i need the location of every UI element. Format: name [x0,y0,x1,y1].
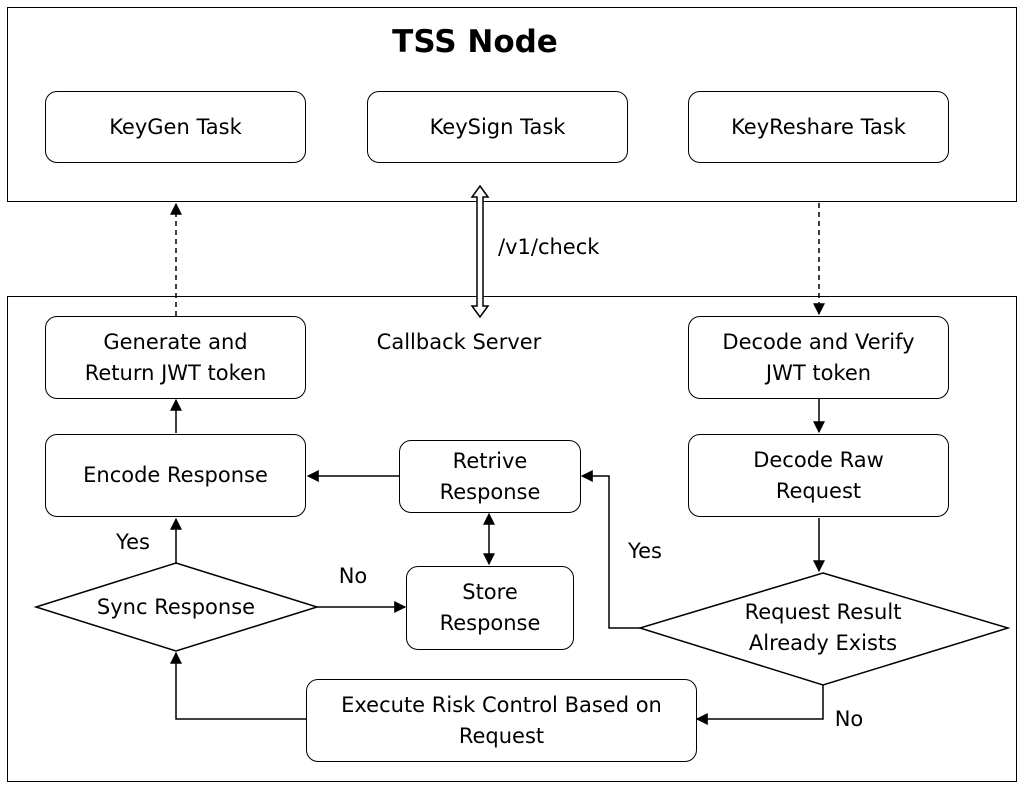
sync-response-diamond [33,562,320,652]
check-endpoint-label: /v1/check [498,235,600,259]
store-response-node: Store Response [406,566,574,650]
retrive-response-node: Retrive Response [399,440,581,513]
exists-yes-label: Yes [628,539,662,563]
keygen-task: KeyGen Task [45,91,306,163]
sync-yes-label: Yes [116,530,150,554]
execute-risk-control-node: Execute Risk Control Based on Request [306,679,697,762]
request-exists-text: Request Result Already Exists [744,600,902,655]
decode-verify-jwt-node: Decode and Verify JWT token [688,316,949,399]
exists-no-label: No [834,707,864,731]
edge-exists-no [695,685,824,725]
callback-server-container [7,296,1017,782]
keysign-task: KeySign Task [367,91,628,163]
tss-node-title: TSS Node [392,24,558,60]
check-endpoint-arrow [470,184,490,319]
generate-jwt-node: Generate and Return JWT token [45,316,306,399]
tss-node-container [7,7,1017,202]
decode-raw-request-node: Decode Raw Request [688,434,949,517]
edge-execute-to-sync [170,651,306,720]
edge-exists-yes [580,470,640,629]
encode-response-node: Encode Response [45,434,306,517]
keyreshare-task: KeyReshare Task [688,91,949,163]
sync-response-text: Sync Response [96,594,256,619]
callback-server-title: Callback Server [376,330,542,354]
sync-no-label: No [338,564,368,588]
